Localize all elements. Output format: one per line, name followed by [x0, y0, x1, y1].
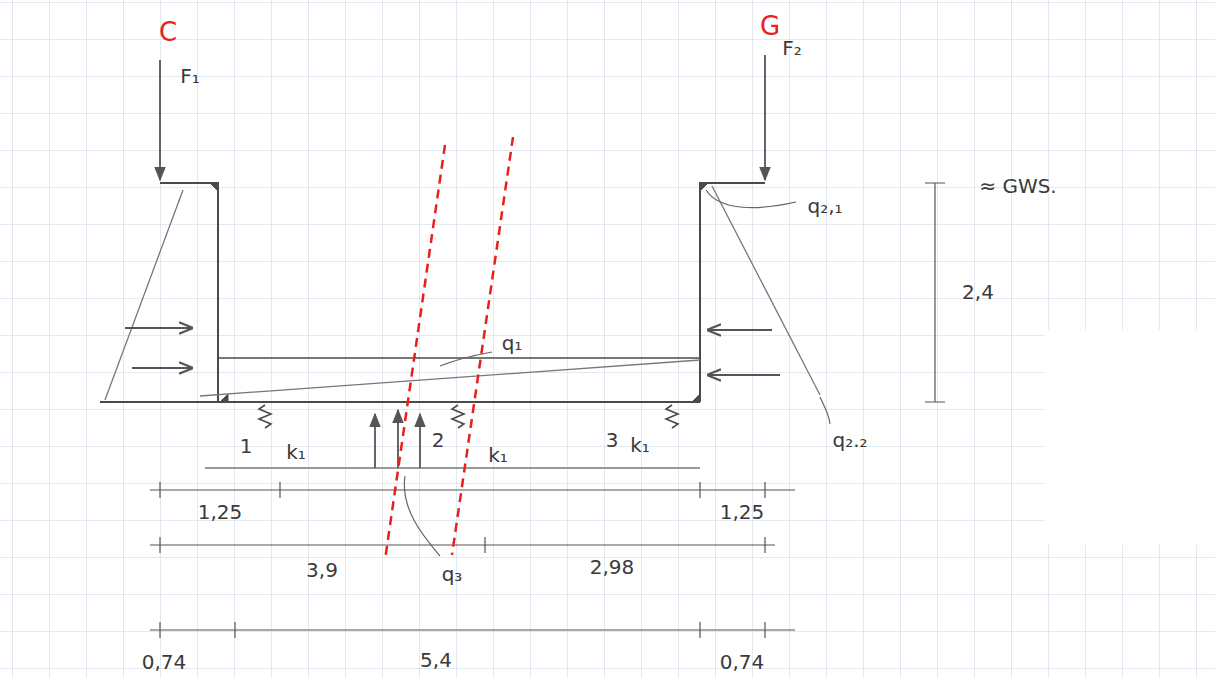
pressure-arrow [374, 414, 376, 468]
pressure-arrow [132, 367, 192, 369]
earth-pressure-right [712, 186, 820, 395]
sketch-label: q₂.₂ [830, 429, 869, 451]
blank-patch [1045, 330, 1215, 545]
spring-base [205, 467, 700, 468]
sketch-label: ≈ GWS. [977, 175, 1058, 197]
sketch-label: k₁ [628, 434, 652, 456]
pressure-arrow [419, 414, 421, 468]
sketch-label: q₁ [500, 332, 525, 354]
left-wall [160, 183, 218, 402]
force-arrow [764, 55, 766, 180]
spring-symbol [452, 405, 464, 428]
sketch-label: 0,74 [140, 651, 189, 673]
sketch-label: 3 [604, 429, 621, 451]
sketch-label: 3,9 [304, 559, 340, 581]
pressure-arrow [708, 374, 780, 376]
point-label: C [157, 18, 179, 47]
sketch-label: 2 [430, 429, 447, 451]
sketch-label: 2,98 [588, 556, 637, 578]
dimension-line [150, 537, 775, 553]
trough-section [100, 183, 765, 402]
pressure-arrow [125, 327, 192, 329]
dimension-line [150, 482, 795, 498]
spring-symbol [666, 405, 678, 428]
right-wall [700, 183, 765, 402]
sketch-label: q₃ [440, 563, 465, 585]
leader-line [440, 352, 492, 366]
sketch-label: 0,74 [718, 651, 767, 673]
sketch-label: q₂,₁ [805, 195, 844, 217]
dimension-lines [150, 183, 945, 638]
point-label: G [758, 12, 782, 41]
force-arrows [125, 55, 780, 468]
sketch-label: 2,4 [960, 281, 996, 303]
slab-bottom [100, 401, 700, 403]
dimension-line [150, 622, 795, 638]
force-arrow [159, 60, 161, 180]
q1-line [200, 360, 700, 396]
sketch-label: k₁ [486, 444, 510, 466]
sketch-label: F₂ [780, 37, 804, 59]
cut-line [385, 145, 445, 560]
corner-haunch [210, 183, 708, 402]
load-lines [105, 186, 820, 468]
sketch-label: 1 [238, 435, 255, 457]
spring-symbol [259, 405, 271, 428]
sketch-label: 1,25 [196, 501, 245, 523]
leader-lines [404, 190, 830, 556]
springs [259, 405, 678, 428]
sketch-label: k₁ [284, 441, 308, 463]
slab-top [218, 357, 700, 359]
leader-line [820, 397, 830, 424]
section-cut [385, 137, 513, 560]
sketch-label: F₁ [178, 65, 202, 87]
leader-line [404, 476, 440, 556]
sketch-label: 1,25 [718, 501, 767, 523]
sketch-label: 5,4 [418, 649, 454, 671]
pressure-arrow [708, 329, 772, 331]
dimension-line [925, 183, 945, 402]
leader-line [706, 190, 796, 208]
